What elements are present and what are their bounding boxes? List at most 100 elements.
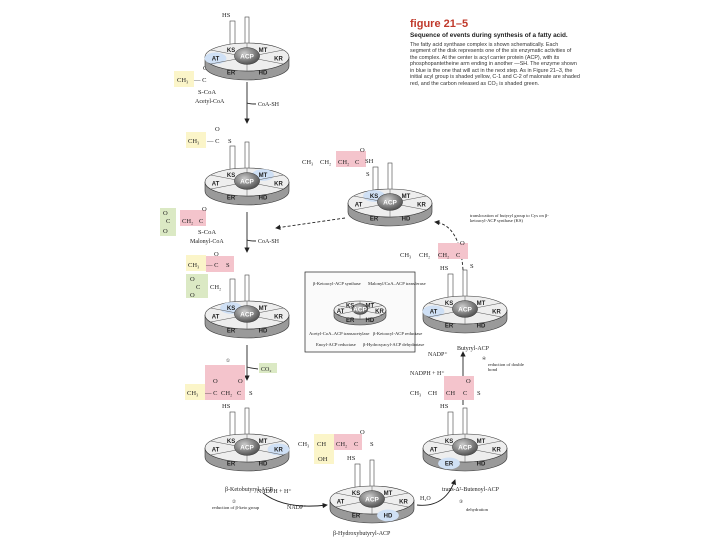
segment-label-er: ER	[227, 195, 236, 201]
arm-thiol-label: HS	[222, 403, 231, 410]
acp-dome	[452, 300, 478, 318]
arm-thiol-label: HS	[222, 12, 231, 19]
butyryl-top-ch3: CH₃	[302, 159, 313, 166]
segment-divider	[428, 311, 455, 318]
step-3-text: dehydration	[466, 507, 489, 512]
ks-cysteine-stalk	[229, 411, 236, 437]
segment-label-at: AT	[212, 314, 220, 320]
segment-label-mt: MT	[477, 301, 486, 307]
active-segment-highlight	[377, 509, 399, 522]
acp-dome	[351, 303, 369, 315]
malonyl-c2: C	[199, 218, 203, 225]
acp-label: ACP	[240, 179, 254, 186]
hb-ch: CH	[317, 441, 326, 448]
acp-dome	[377, 193, 403, 211]
c3-ch3: CH₃	[188, 262, 199, 269]
step-4-text-box: reduction of double bond	[488, 362, 524, 373]
label-butyryl-acp: Butyryl-ACP	[457, 346, 490, 352]
segment-label-mt: MT	[259, 306, 268, 312]
segment-divider	[475, 440, 502, 447]
segment-label-er: ER	[227, 328, 236, 334]
segment-label-ks: KS	[227, 173, 235, 179]
step-4-number: ④	[482, 356, 487, 361]
segment-label-at: AT	[430, 447, 438, 453]
acp-label: ACP	[240, 54, 254, 61]
step-2-text: reduction of β-keto group	[212, 505, 260, 510]
bu-red-highlight	[438, 243, 468, 259]
segment-label-ks: KS	[227, 439, 235, 445]
malonyl-coa-label: Malonyl-CoA	[190, 239, 224, 245]
cond-ch3-highlight	[185, 384, 205, 400]
segment-label-er: ER	[445, 323, 454, 329]
segment-label-ks: KS	[370, 194, 378, 200]
segment-label-mt: MT	[366, 304, 375, 310]
malonyl-o3: O	[202, 206, 207, 213]
acetyl-ks-o: O	[215, 126, 220, 133]
ks-cysteine-stalk	[447, 273, 454, 299]
co2-highlight	[259, 363, 277, 373]
ks-cysteine-stalk	[447, 411, 454, 437]
segment-label-hd: HD	[402, 216, 411, 222]
segment-divider	[337, 311, 354, 315]
c3-o3: O	[190, 292, 195, 299]
arrow-ketobutyryl-to-hydroxybutyryl	[262, 492, 328, 509]
translocation-text-box: translocation of butyryl group to Cys on…	[470, 213, 549, 223]
step-2-number: ②	[232, 499, 237, 504]
key-at-label: Acetyl-CoA–ACP transacetylase	[309, 331, 369, 336]
arrow-translocation	[434, 219, 464, 271]
segment-divider	[353, 195, 380, 202]
segment-label-mt: MT	[477, 439, 486, 445]
acetyl-s-coa: S-CoA	[198, 89, 216, 96]
bu-o: O	[460, 240, 465, 247]
segment-divider	[475, 449, 502, 456]
segment-divider	[257, 440, 284, 447]
segment-label-at: AT	[212, 56, 220, 62]
cond-ch3: CH₃	[187, 390, 198, 397]
acetyl-ks-c: — C	[206, 138, 219, 145]
segment-label-er: ER	[370, 216, 379, 222]
ks-cysteine-stalk	[229, 278, 236, 304]
segment-label-hd: HD	[477, 323, 486, 329]
c3-acetyl-highlight	[186, 255, 206, 271]
c3-s: S	[226, 262, 230, 269]
bu-ch3: CH₃	[400, 252, 411, 259]
segment-label-mt: MT	[259, 173, 268, 179]
segment-label-hd: HD	[384, 513, 393, 519]
acetyl-coa-label: Acetyl-CoA	[195, 99, 225, 105]
acetyl-carbonyl: — C	[193, 77, 206, 84]
segment-label-ks: KS	[445, 439, 453, 445]
cond-o1: O	[213, 378, 218, 385]
malonyl-s-coa: S-CoA	[198, 229, 216, 236]
segment-divider	[257, 316, 284, 323]
segment-label-hd: HD	[259, 70, 268, 76]
segment-divider	[428, 440, 455, 447]
segment-divider	[210, 174, 237, 181]
bt-red-highlight	[444, 376, 474, 400]
arrow-dehydration	[416, 479, 457, 506]
segment-label-ks: KS	[445, 301, 453, 307]
acetyl-ks-highlight	[186, 132, 206, 148]
segment-label-ks: KS	[227, 306, 235, 312]
malonyl-carboxyl-highlight	[160, 208, 176, 236]
step-4-text: reduction of double bond	[488, 362, 524, 373]
segment-divider	[257, 307, 284, 314]
segment-label-kr: KR	[417, 202, 426, 208]
segment-label-kr: KR	[492, 447, 501, 453]
bu-ch2a: CH₂	[419, 252, 430, 259]
label-butenoyl-acp: trans-Δ²-Butenoyl-ACP	[442, 487, 500, 493]
figure-number: figure 21–5	[410, 18, 469, 30]
hb-s: S	[370, 441, 374, 448]
step-1-number: ①	[226, 358, 231, 363]
bu-ch2b: CH₂	[438, 252, 449, 259]
cond-c1: — C	[204, 390, 217, 397]
segment-label-at: AT	[337, 309, 345, 315]
segment-divider	[337, 305, 354, 309]
c3-o: O	[214, 251, 219, 258]
acp-dome	[359, 490, 385, 508]
